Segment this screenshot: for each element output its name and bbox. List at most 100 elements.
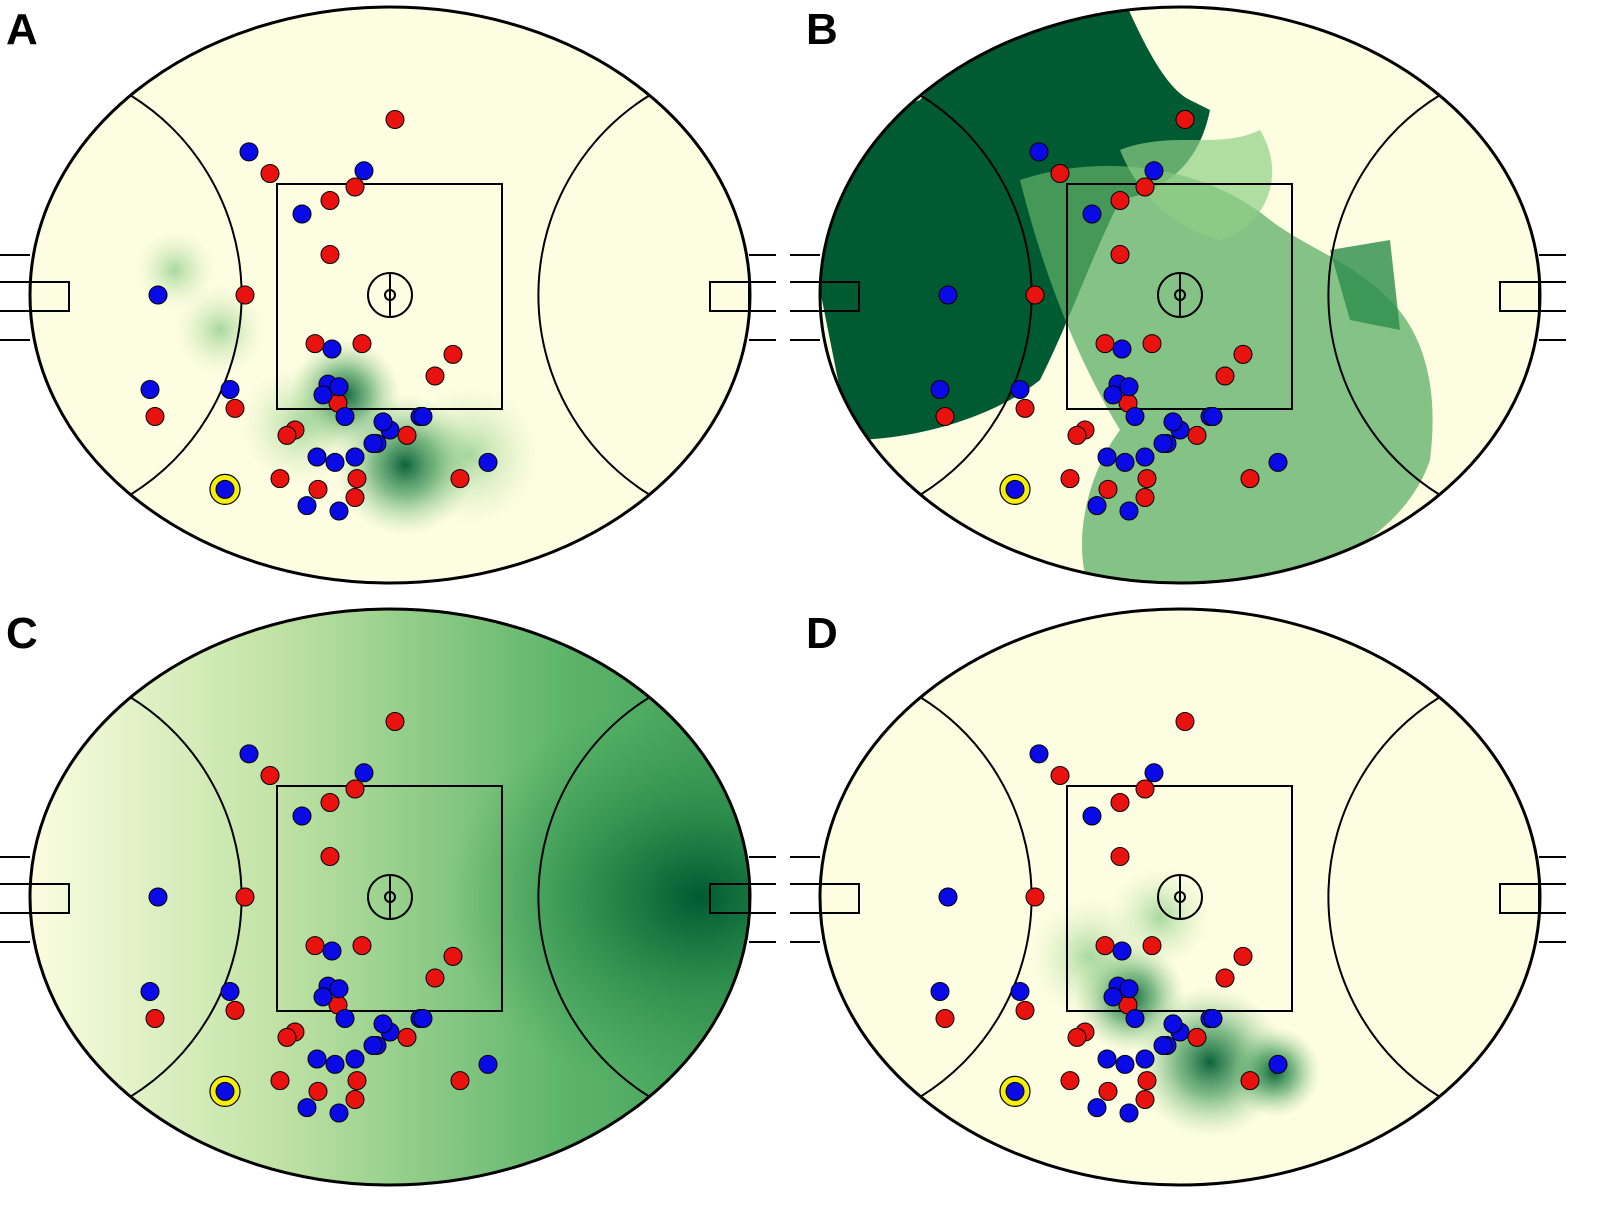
blue-player-dot xyxy=(1135,1049,1155,1069)
red-player-dot xyxy=(277,425,297,445)
blue-player-dot xyxy=(1103,987,1123,1007)
red-player-dot xyxy=(270,1071,290,1091)
red-player-dot xyxy=(1135,177,1155,197)
blue-player-dot xyxy=(930,380,950,399)
red-player-dot xyxy=(425,366,445,386)
red-player-dot xyxy=(308,479,328,499)
blue-player-dot xyxy=(478,452,498,472)
blue-player-dot xyxy=(292,806,312,826)
blue-player-dot xyxy=(938,285,958,305)
blue-player-dot xyxy=(413,407,433,426)
centre-square xyxy=(276,785,503,1012)
field-boundary xyxy=(818,607,1542,1187)
blue-player-dot xyxy=(363,434,383,453)
blue-player-dot xyxy=(297,1098,317,1118)
red-player-dot xyxy=(320,847,340,866)
blue-player-dot xyxy=(345,1049,365,1069)
heat-blob xyxy=(335,395,475,535)
red-player-dot xyxy=(425,968,445,988)
blue-player-dot xyxy=(1103,385,1123,405)
blue-player-dot xyxy=(1082,204,1102,224)
blue-player-dot xyxy=(373,1014,393,1034)
red-player-dot xyxy=(145,407,165,426)
blue-player-dot xyxy=(335,1009,355,1028)
red-player-dot xyxy=(1137,1071,1157,1091)
red-player-dot xyxy=(450,1071,470,1091)
blue-player-dot xyxy=(148,285,168,305)
centre-square xyxy=(276,183,503,410)
blue-player-dot xyxy=(140,380,160,399)
red-player-dot xyxy=(1110,245,1130,264)
players xyxy=(930,110,1288,521)
blue-player-dot xyxy=(1112,941,1132,961)
blue-player-dot xyxy=(1082,806,1102,826)
heat-blob xyxy=(175,285,265,375)
blue-player-dot xyxy=(220,982,240,1001)
field-markings xyxy=(790,607,1566,1187)
red-player-dot xyxy=(320,793,340,812)
panel-label-d: D xyxy=(806,609,838,658)
red-player-dot xyxy=(1110,793,1130,812)
right-arc xyxy=(1327,94,1441,496)
right-arc xyxy=(537,94,651,496)
field-boundary xyxy=(818,5,1542,585)
red-player-dot xyxy=(308,1081,328,1101)
blue-player-dot xyxy=(329,1103,349,1123)
red-player-dot xyxy=(1233,946,1253,966)
red-player-dot xyxy=(1240,469,1260,489)
red-player-dot xyxy=(260,164,280,183)
blue-player-dot xyxy=(329,979,349,999)
blue-player-dot xyxy=(1153,434,1173,453)
red-player-dot xyxy=(1187,425,1207,445)
blue-player-dot xyxy=(1010,380,1030,399)
red-player-dot xyxy=(235,285,255,305)
field-boundary xyxy=(28,607,752,1187)
red-player-dot xyxy=(935,1009,955,1028)
panel-label-c: C xyxy=(6,609,38,658)
heat-blob xyxy=(135,230,215,310)
red-player-dot xyxy=(397,1027,417,1047)
panel-a: A xyxy=(0,5,776,585)
blue-player-dot xyxy=(373,412,393,432)
blue-player-dot xyxy=(140,982,160,1001)
blue-player-dot xyxy=(1119,979,1139,999)
red-player-dot xyxy=(1050,164,1070,183)
red-player-dot xyxy=(345,488,365,507)
blue-player-dot xyxy=(1005,479,1025,499)
centre-square xyxy=(1066,183,1293,410)
red-player-dot xyxy=(352,936,372,956)
red-player-dot xyxy=(1187,1027,1207,1047)
blue-player-dot xyxy=(1115,1054,1135,1074)
field-markings xyxy=(0,5,776,585)
blue-player-dot xyxy=(215,1081,235,1101)
blue-player-dot xyxy=(1163,1014,1183,1034)
blue-player-dot xyxy=(1125,1009,1145,1028)
red-player-dot xyxy=(305,334,325,354)
blue-player-dot xyxy=(1203,1009,1223,1028)
blue-player-dot xyxy=(307,447,327,467)
field-markings xyxy=(0,607,776,1187)
red-player-dot xyxy=(1142,936,1162,956)
blue-player-dot xyxy=(1135,447,1155,467)
red-player-dot xyxy=(1067,425,1087,445)
blue-player-dot xyxy=(1268,1054,1288,1074)
red-player-dot xyxy=(1137,469,1157,489)
blue-player-dot xyxy=(1144,161,1164,181)
blue-player-dot xyxy=(1144,763,1164,783)
blue-player-dot xyxy=(1115,452,1135,472)
blue-player-dot xyxy=(239,142,259,162)
red-player-dot xyxy=(1215,366,1235,386)
panel-label-a: A xyxy=(6,5,38,54)
blue-player-dot xyxy=(345,447,365,467)
red-player-dot xyxy=(397,425,417,445)
red-player-dot xyxy=(1240,1071,1260,1091)
blue-player-dot xyxy=(1097,1049,1117,1069)
heat-dense-region xyxy=(820,7,1210,440)
red-player-dot xyxy=(1135,779,1155,799)
red-player-dot xyxy=(345,779,365,799)
red-player-dot xyxy=(145,1009,165,1028)
red-player-dot xyxy=(1025,285,1045,305)
blue-player-dot xyxy=(329,501,349,521)
red-player-dot xyxy=(1110,847,1130,866)
blue-player-dot xyxy=(297,496,317,516)
